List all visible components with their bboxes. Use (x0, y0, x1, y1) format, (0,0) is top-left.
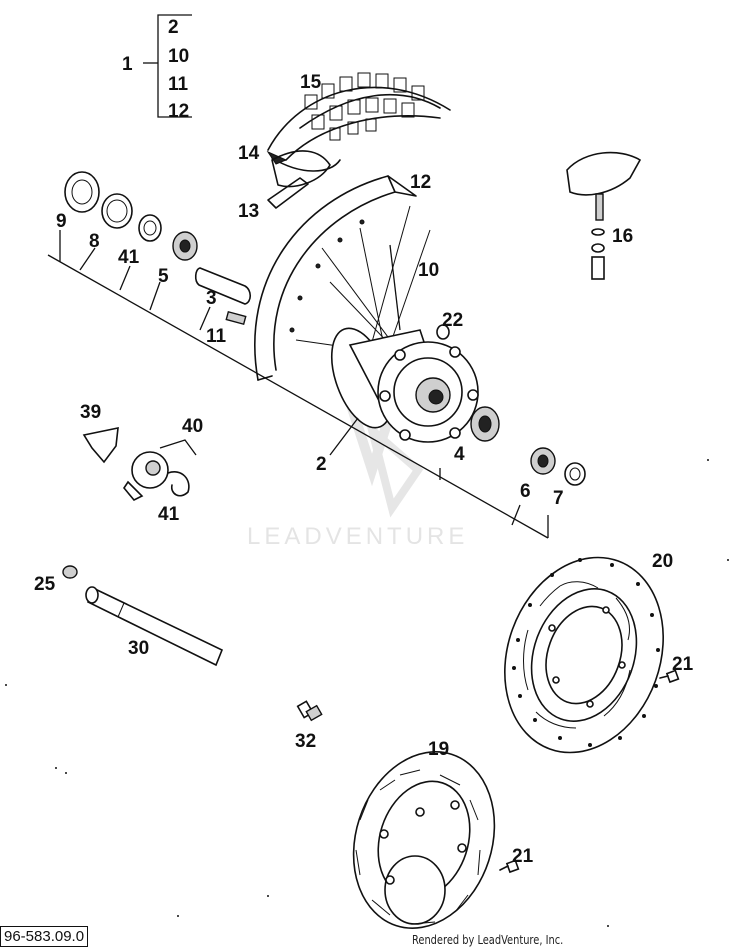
callout-1-11: 11 (168, 74, 189, 95)
tire (266, 72, 451, 172)
kit-bracket-1 (143, 14, 192, 118)
callout-39: 39 (80, 402, 101, 423)
speedometer-drive (82, 426, 197, 501)
right-bearings (436, 324, 586, 486)
axle (62, 565, 224, 667)
callout-21-lower: 21 (512, 846, 534, 867)
callout-11: 11 (206, 326, 227, 347)
wheel-hub (330, 327, 479, 443)
callout-25: 25 (34, 574, 56, 595)
callout-20: 20 (652, 551, 673, 572)
scan-specks (5, 459, 729, 927)
callout-32: 32 (295, 731, 316, 752)
callout-2: 2 (316, 454, 327, 475)
callout-3: 3 (206, 288, 217, 309)
upper-axis-leaders (47, 230, 549, 539)
callout-9: 9 (56, 211, 67, 232)
brake-disc-19 (352, 751, 496, 929)
callout-13: 13 (238, 201, 259, 222)
callout-21-upper: 21 (672, 654, 694, 675)
drawing-code: 96-583.09.0 (0, 926, 89, 947)
disc-bolt-21a (659, 669, 680, 684)
callout-41-upper: 41 (118, 247, 140, 268)
disc-bolt-21b (499, 859, 520, 874)
disc-bolt-32 (296, 700, 323, 722)
callout-22: 22 (442, 310, 463, 331)
callout-1: 1 (122, 54, 133, 75)
callout-1-12: 12 (168, 101, 189, 122)
callout-41-lower: 41 (158, 504, 180, 525)
callout-19: 19 (428, 739, 449, 760)
callout-10: 10 (418, 260, 439, 281)
leadventure-watermark: LEADVENTURE (247, 403, 468, 550)
callout-7: 7 (553, 488, 564, 509)
tube-valve (566, 151, 642, 280)
callouts: 1 2 10 11 12 15 14 13 12 10 16 9 8 41 5 … (34, 17, 694, 867)
callout-1-2: 2 (168, 17, 179, 38)
callout-30: 30 (128, 638, 149, 659)
callout-6: 6 (520, 481, 531, 502)
brake-disc-20 (504, 556, 664, 754)
callout-15: 15 (300, 72, 322, 93)
callout-5: 5 (158, 266, 169, 287)
inner-tube (267, 150, 331, 209)
callout-16: 16 (612, 226, 633, 247)
callout-12: 12 (410, 172, 431, 193)
callout-1-10: 10 (168, 46, 189, 67)
watermark-text: LEADVENTURE (247, 523, 468, 550)
callout-14: 14 (238, 143, 260, 164)
render-credit: Rendered by LeadVenture, Inc. (412, 933, 564, 947)
callout-40: 40 (182, 416, 203, 437)
callout-8: 8 (89, 231, 100, 252)
left-seals-bearings (64, 171, 252, 326)
callout-4: 4 (454, 444, 465, 465)
